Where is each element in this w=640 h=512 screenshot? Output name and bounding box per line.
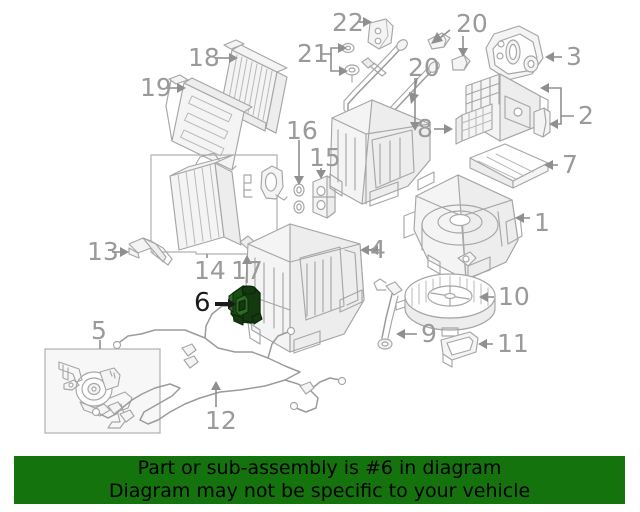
callout-label-21: 21 — [297, 39, 329, 68]
callout-label-7: 7 — [562, 150, 578, 179]
part-13-temperature-sensor — [128, 237, 173, 266]
callout-label-1: 1 — [534, 208, 550, 237]
callout-label-18: 18 — [188, 43, 220, 72]
banner-line-1: Part or sub-assembly is #6 in diagram — [137, 457, 502, 479]
part-6-mode-door-actuator — [228, 285, 263, 326]
callout-label-19: 19 — [140, 73, 172, 102]
callout-label-10: 10 — [498, 282, 530, 311]
part-9-refrigerant-hose — [373, 278, 403, 350]
part-3-seal-gasket — [485, 25, 544, 81]
part-16-o-ring-seals — [293, 183, 305, 214]
callout-label-5: 5 — [91, 316, 107, 345]
callout-label-20-lower: 20 — [408, 53, 440, 82]
part-1-blower-motor-case — [403, 174, 523, 281]
callout-label-17: 17 — [231, 256, 263, 285]
info-banner: Part or sub-assembly is #6 in diagram Di… — [14, 456, 625, 504]
callout-label-20-upper: 20 — [456, 9, 488, 38]
part-11-resistor-cover — [440, 331, 479, 368]
part-7-cabin-air-filter — [469, 143, 549, 189]
callout-label-4: 4 — [370, 235, 386, 264]
banner-line-2: Diagram may not be specific to your vehi… — [108, 480, 531, 502]
part-22-line-bracket — [367, 18, 394, 50]
part-19-heater-core-seal — [165, 74, 253, 171]
callout-label-12: 12 — [205, 406, 237, 435]
part-10-blower-wheel — [395, 273, 496, 337]
callout-label-14: 14 — [194, 256, 226, 285]
callout-label-2: 2 — [578, 101, 594, 130]
callout-label-22: 22 — [332, 8, 364, 37]
callout-label-15: 15 — [309, 143, 341, 172]
callout-label-3: 3 — [566, 42, 582, 71]
part-5-compressor-and-bracket-kit — [44, 348, 161, 434]
callout-label-16: 16 — [286, 116, 318, 145]
callout-label-9: 9 — [421, 319, 437, 348]
leader-lines — [99, 17, 574, 407]
callout-label-11: 11 — [497, 329, 529, 358]
part-14-evaporator-core-kit — [150, 152, 288, 255]
part-12-wire-harness — [91, 305, 347, 425]
part-8-vent-grille — [455, 103, 493, 145]
part-4-heater-case-assembly — [245, 223, 365, 354]
callout-label-8: 8 — [417, 114, 433, 143]
callout-label-6: 6 — [194, 288, 211, 318]
callout-label-13: 13 — [87, 237, 119, 266]
